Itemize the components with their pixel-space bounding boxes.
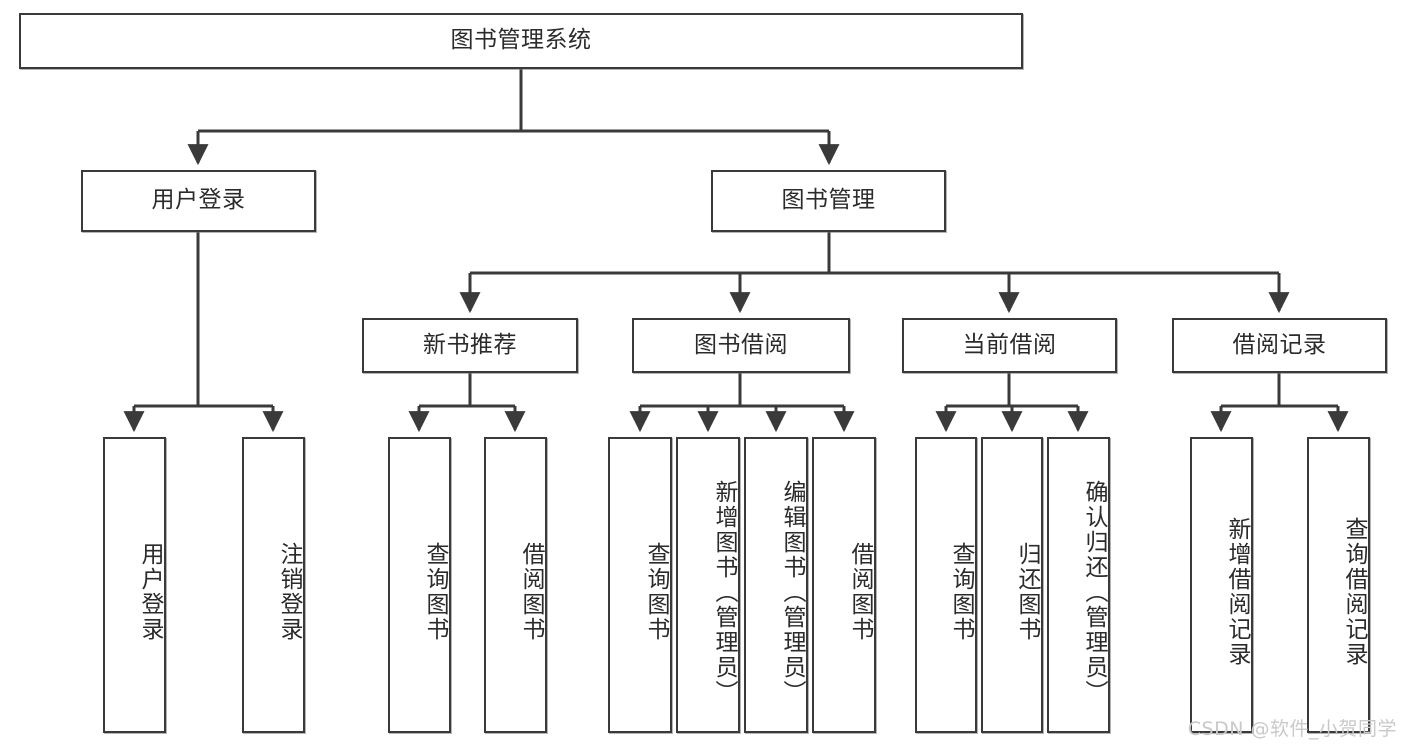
node-label: 图书借阅 [694, 331, 788, 358]
leaf-node[interactable]: 查询图书 [388, 437, 451, 733]
level3-node[interactable]: 借阅记录 [1172, 318, 1387, 373]
leaf-node[interactable]: 归还图书 [981, 437, 1043, 733]
leaf-node[interactable]: 用户登录 [103, 437, 166, 733]
leaf-node[interactable]: 查询借阅记录 [1307, 437, 1370, 733]
leaf-node[interactable]: 确认归还（管理员） [1047, 437, 1110, 733]
leaf-node[interactable]: 新增借阅记录 [1190, 437, 1253, 733]
level2-node[interactable]: 用户登录 [81, 170, 316, 232]
node-label: 新增图书（管理员） [711, 479, 737, 705]
node-label: 查询图书 [948, 542, 974, 642]
node-label: 新增借阅记录 [1224, 517, 1250, 667]
leaf-node[interactable]: 查询图书 [915, 437, 977, 733]
level3-node[interactable]: 当前借阅 [902, 318, 1117, 373]
node-label: 借阅图书 [518, 542, 544, 642]
leaf-node[interactable]: 注销登录 [242, 437, 305, 733]
level2-node[interactable]: 图书管理 [711, 170, 946, 232]
node-label: 编辑图书（管理员） [779, 479, 805, 705]
level3-node[interactable]: 新书推荐 [362, 318, 578, 373]
node-label: 图书管理系统 [450, 27, 592, 54]
root-node[interactable]: 图书管理系统 [19, 13, 1023, 69]
leaf-node[interactable]: 查询图书 [608, 437, 672, 733]
leaf-node[interactable]: 新增图书（管理员） [676, 437, 740, 733]
level3-node[interactable]: 图书借阅 [632, 318, 850, 373]
node-label: 归还图书 [1014, 542, 1040, 642]
leaf-node[interactable]: 借阅图书 [812, 437, 876, 733]
node-label: 查询图书 [643, 542, 669, 642]
node-label: 注销登录 [276, 542, 302, 642]
node-label: 查询图书 [422, 542, 448, 642]
node-label: 查询借阅记录 [1341, 517, 1367, 667]
node-label: 图书管理 [781, 187, 876, 214]
node-label: 确认归还（管理员） [1081, 479, 1107, 705]
leaf-node[interactable]: 编辑图书（管理员） [744, 437, 808, 733]
node-label: 借阅图书 [847, 542, 873, 642]
csdn-watermark: CSDN @软件_小贺同学 [1187, 718, 1397, 740]
node-label: 用户登录 [151, 187, 246, 214]
node-label: 借阅记录 [1232, 331, 1327, 358]
node-label: 新书推荐 [423, 331, 517, 358]
leaf-node[interactable]: 借阅图书 [484, 437, 547, 733]
node-label: 当前借阅 [962, 331, 1057, 358]
node-label: 用户登录 [137, 542, 163, 642]
